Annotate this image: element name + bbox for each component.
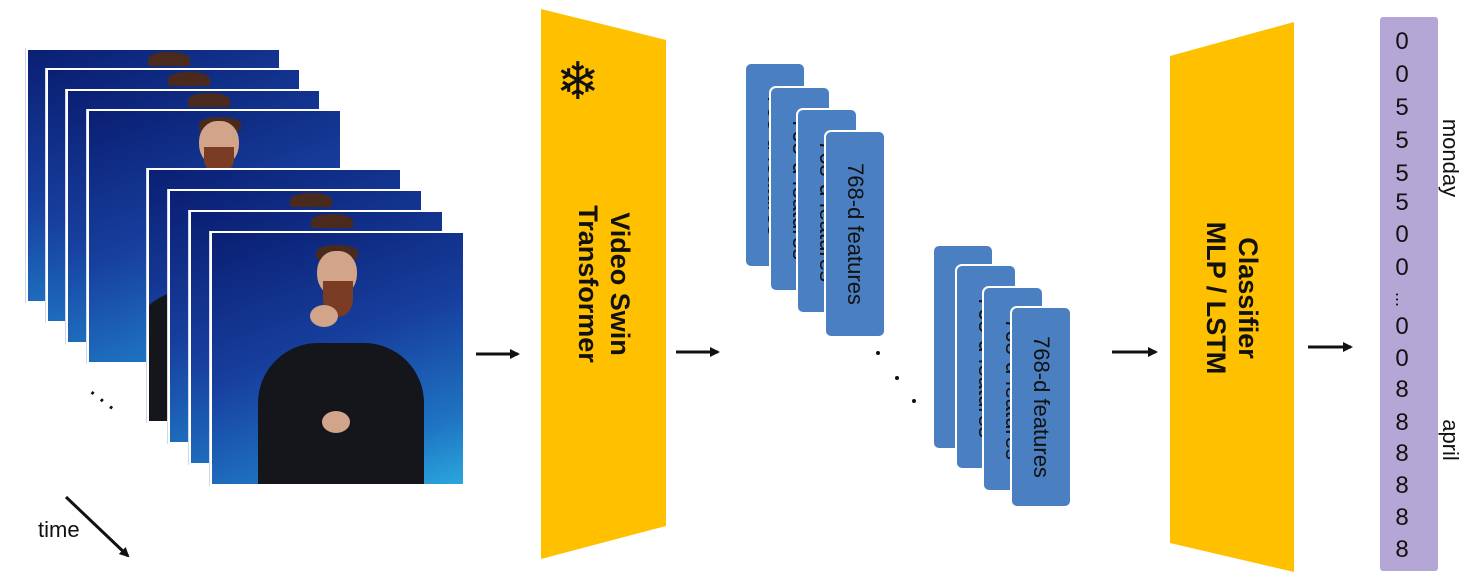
output-digit: 5 (1395, 189, 1409, 216)
classifier-label-line1: Classifier (1233, 237, 1263, 359)
encoder-block (541, 9, 666, 559)
snowflake-icon: ❄ (556, 53, 600, 111)
output-digit: 8 (1395, 472, 1409, 499)
output-digit: 0 (1395, 345, 1409, 372)
output-digit: 0 (1395, 61, 1409, 88)
time-label: time (38, 517, 80, 542)
output-digit: 0 (1395, 28, 1409, 55)
output-digit: 0 (1395, 221, 1409, 248)
output-digit: 8 (1395, 536, 1409, 563)
output-digit: 8 (1395, 440, 1409, 467)
encoder-label-line1: Video Swin (605, 212, 635, 356)
output-digit: 8 (1395, 504, 1409, 531)
feature-card: 768-d features (824, 130, 886, 338)
output-digit: 0 (1395, 254, 1409, 281)
output-ellipsis: ... (1392, 291, 1413, 308)
output-digit: 5 (1395, 160, 1409, 187)
output-digit: 8 (1395, 409, 1409, 436)
output-digit: 8 (1395, 376, 1409, 403)
output-digit: 5 (1395, 127, 1409, 154)
classifier-block (1170, 22, 1294, 572)
feature-card-label: 768-d features (843, 163, 868, 305)
feature-card: 768-d features (1010, 306, 1072, 508)
video-frame (210, 231, 465, 486)
feature-card-label: 768-d features (1029, 336, 1054, 478)
output-column (1380, 17, 1438, 571)
output-digit: 0 (1395, 313, 1409, 340)
output-digit: 5 (1395, 94, 1409, 121)
encoder-label-line2: Transformer (573, 205, 603, 363)
classifier-label-line2: MLP / LSTM (1201, 221, 1231, 375)
